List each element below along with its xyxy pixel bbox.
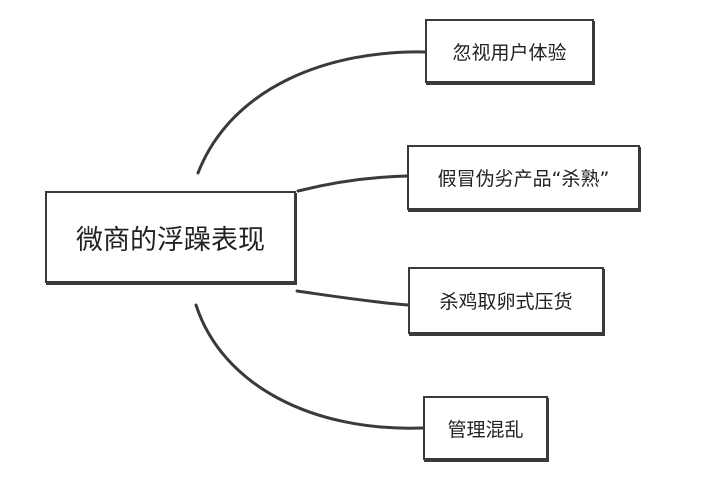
branch-node-2: 假冒伪劣产品“杀熟” [407,145,640,210]
root-node: 微商的浮躁表现 [45,191,296,283]
connector-branch-3 [295,289,410,307]
branch-node-4-label: 管理混乱 [447,418,524,441]
branch-node-3-label: 杀鸡取卵式压货 [439,291,573,313]
connector-branch-1 [196,50,427,175]
connector-branch-4 [194,303,425,430]
branch-node-4: 管理混乱 [423,396,548,460]
connector-branch-2 [296,174,409,193]
root-node-label: 微商的浮躁表现 [76,224,265,256]
branch-node-1-label: 忽视用户体验 [452,41,567,64]
branch-node-3: 杀鸡取卵式压货 [408,267,604,334]
branch-node-2-label: 假冒伪劣产品“杀熟” [437,168,610,190]
branch-node-1: 忽视用户体验 [425,19,594,83]
